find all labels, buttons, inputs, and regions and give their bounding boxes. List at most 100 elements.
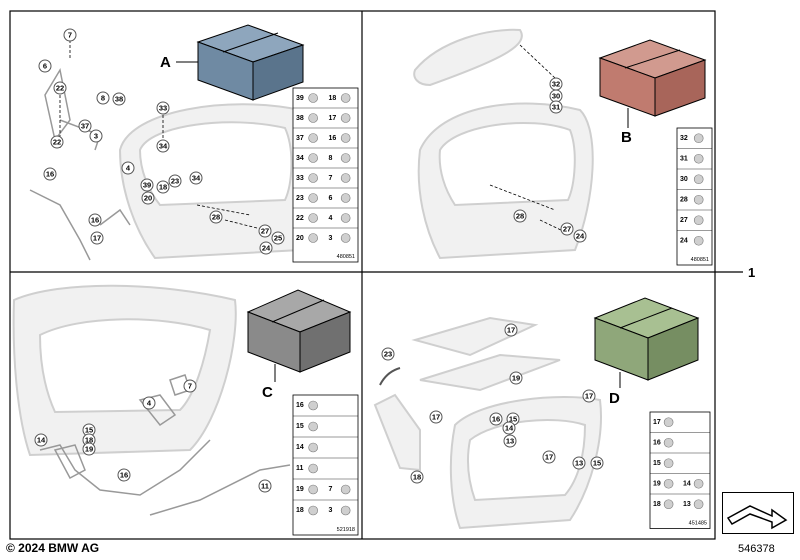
callout-number: 17 — [585, 392, 593, 401]
table-cell-number: 17 — [653, 419, 661, 426]
fastener-icon — [308, 93, 318, 103]
table-cell-number: 16 — [329, 135, 337, 142]
fastener-icon — [340, 484, 351, 495]
callout-badge: 14 — [502, 421, 516, 435]
table-ref-code: 451485 — [689, 521, 707, 527]
callout-badge: 19 — [82, 442, 96, 456]
callout-number: 17 — [93, 234, 101, 243]
copyright-text: © 2024 BMW AG — [6, 541, 100, 555]
fastener-icon — [340, 93, 351, 103]
fastener-icon — [340, 113, 351, 123]
callout-badge: 20 — [141, 191, 155, 205]
callout-badge: 3 — [89, 129, 103, 143]
table-cell-number: 33 — [296, 175, 304, 182]
table-cell-number: 18 — [296, 507, 304, 514]
callout-number: 13 — [575, 459, 583, 468]
callout-number: 16 — [120, 471, 128, 480]
table-cell-number: 7 — [329, 486, 333, 493]
callout-number: 17 — [432, 413, 440, 422]
fastener-icon — [663, 458, 674, 469]
callout-badge: 7 — [63, 28, 77, 42]
kit-box-d — [593, 297, 700, 388]
callout-badge: 28 — [513, 209, 527, 223]
document-number: 546378 — [738, 543, 775, 555]
callout-badge: 25 — [271, 231, 285, 245]
callout-badge: 16 — [88, 213, 102, 227]
table-cell-number: 31 — [680, 156, 688, 163]
table-ref-code: 521918 — [337, 527, 355, 533]
callout-number: 8 — [101, 94, 105, 103]
callout-badge: 14 — [34, 433, 48, 447]
table-cell-number: 14 — [296, 444, 304, 451]
fastener-icon — [693, 133, 704, 144]
callout-number: 14 — [37, 436, 46, 445]
table-cell-number: 11 — [296, 465, 304, 472]
callout-badge: 24 — [573, 229, 587, 243]
table-cell-number: 16 — [653, 440, 661, 447]
table-cell-number: 18 — [653, 501, 661, 508]
callout-number: 18 — [85, 436, 93, 445]
fastener-icon — [663, 499, 674, 510]
callout-number: 22 — [56, 84, 64, 93]
fastener-icon — [308, 173, 318, 183]
table-cell-number: 20 — [296, 235, 304, 242]
callout-number: 27 — [261, 227, 269, 236]
table-ref-code: 480851 — [337, 254, 355, 260]
callout-badge: 11 — [258, 479, 272, 493]
callout-badge: 7 — [183, 379, 197, 393]
callout-badge: 24 — [259, 241, 273, 255]
table-cell-number: 34 — [296, 155, 304, 162]
table-border — [649, 411, 711, 529]
callout-number: 15 — [593, 459, 601, 468]
kit-label-b: B — [621, 129, 632, 146]
callout-badge: 4 — [142, 396, 156, 410]
callout-badge: 16 — [489, 412, 503, 426]
table-cell-number: 37 — [296, 135, 304, 142]
callout-number: 13 — [506, 437, 514, 446]
fastener-icon — [308, 153, 318, 163]
callout-number: 17 — [507, 326, 515, 335]
callout-badge: 17 — [582, 389, 596, 403]
callout-badge: 17 — [504, 323, 518, 337]
fastener-icon — [308, 505, 318, 516]
callout-number: 32 — [552, 80, 560, 89]
table-cell-number: 17 — [329, 115, 337, 122]
callout-badge: 30 — [549, 89, 563, 103]
callout-badge: 22 — [53, 81, 67, 95]
callout-number: 14 — [505, 424, 514, 433]
callout-number: 6 — [43, 62, 47, 71]
callout-badge: 34 — [156, 139, 170, 153]
fastener-icon — [693, 235, 704, 246]
trim-panels-d — [373, 316, 602, 530]
fastener-icon — [308, 233, 318, 243]
fastener-icon — [308, 421, 318, 432]
callout-number: 15 — [85, 426, 93, 435]
kit-label-a: A — [160, 54, 171, 71]
callout-badge: 17 — [542, 450, 556, 464]
callout-number: 16 — [91, 216, 99, 225]
callout-number: 18 — [413, 473, 421, 482]
table-cell-number: 24 — [680, 238, 688, 245]
callout-number: 20 — [144, 194, 152, 203]
spoiler-b — [413, 28, 523, 87]
callout-number: 28 — [212, 213, 220, 222]
callout-number: 34 — [159, 142, 168, 151]
fastener-icon — [693, 478, 704, 489]
table-cell-number: 18 — [329, 95, 337, 102]
tailgate-frame-b — [417, 102, 594, 260]
callout-number: 23 — [384, 350, 392, 359]
callout-number: 4 — [126, 164, 131, 173]
callout-badge: 16 — [117, 468, 131, 482]
table-cell-number: 7 — [329, 175, 333, 182]
table-cell-number: 23 — [296, 195, 304, 202]
callout-badge: 34 — [189, 171, 203, 185]
callout-badge: 15 — [590, 456, 604, 470]
seal-strip-d — [379, 367, 401, 386]
callout-badge: 18 — [156, 180, 170, 194]
fastener-icon — [663, 437, 674, 448]
